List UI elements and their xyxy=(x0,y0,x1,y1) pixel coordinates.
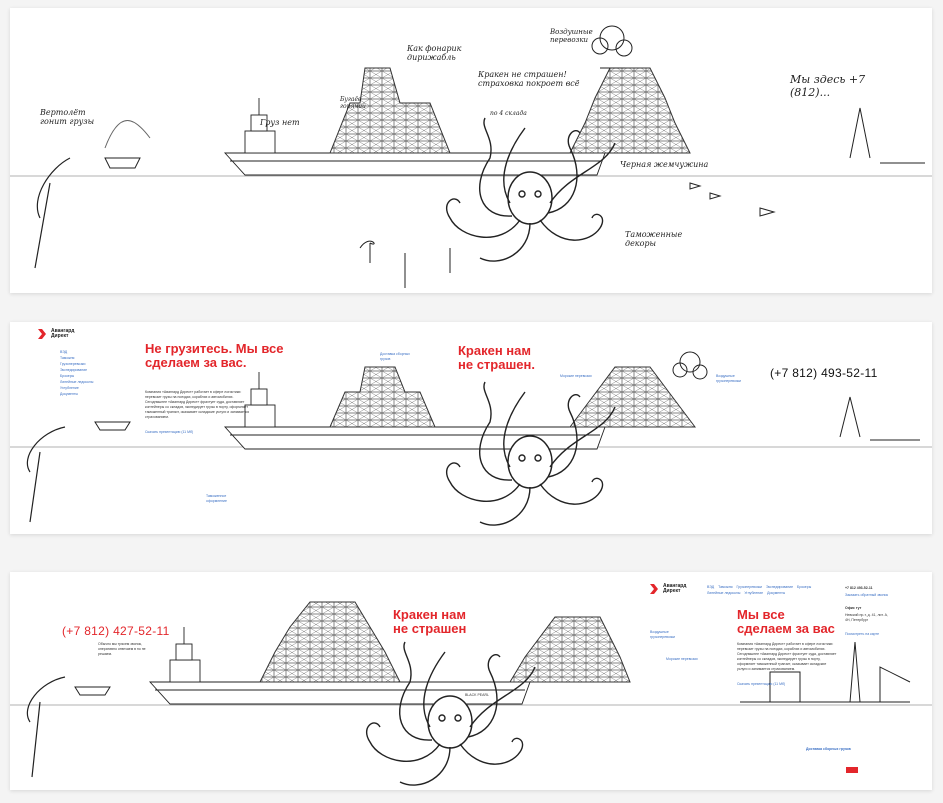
headline-kraken: Кракен нам не страшен xyxy=(393,607,467,636)
callback-link[interactable]: Заказать обратный звонок xyxy=(845,593,888,597)
logo[interactable]: Авангард Директ xyxy=(650,584,693,594)
service-link[interactable]: Воздушные грузоперевозки xyxy=(650,630,675,639)
ship-name: BLACK PEARL xyxy=(465,693,489,697)
phone-number[interactable]: (+7 812) 427-52-11 xyxy=(62,624,170,638)
note: Черная жемчужина xyxy=(620,160,709,169)
service-link[interactable]: Воздушные грузоперевозки xyxy=(716,374,741,383)
design-panel-1: Авангард Директ ВЭД Таможня Грузоперевоз… xyxy=(10,322,932,534)
sketch-illustration xyxy=(10,601,932,786)
sketch-panel: Вертолёт гонит грузы Груз нет Бугаёв гор… xyxy=(10,8,932,293)
nav-item[interactable]: Брокеры xyxy=(60,374,75,378)
note: Вертолёт гонит грузы xyxy=(40,108,95,126)
nav-item[interactable]: Таможня xyxy=(60,356,75,360)
note: Воздушные перевозки xyxy=(550,28,593,44)
note: Таможенные декоры xyxy=(625,230,683,248)
intro-text: Компания «Авангард Директ» работает в сф… xyxy=(737,642,837,671)
note: Кракен не страшен! страховка покроет всё xyxy=(478,70,580,88)
nav-item[interactable]: Документы xyxy=(767,591,786,595)
logo-chevron-icon xyxy=(38,329,46,339)
design-panel-2: (+7 812) 427-52-11 Обычно мы трясем звон… xyxy=(10,572,932,790)
intro-text: Компания «Авангард Директ» работает в сф… xyxy=(145,390,250,419)
contact-phone[interactable]: +7 812 493-52-11 xyxy=(845,586,873,590)
note: Груз нет xyxy=(260,118,300,127)
sketch-illustration xyxy=(10,25,932,288)
logo-chevron-icon xyxy=(650,584,658,594)
nav-item[interactable]: Грузоперевозки xyxy=(736,585,762,589)
service-link[interactable]: Морские перевозки xyxy=(666,657,698,661)
logo-text: Авангард Директ xyxy=(663,583,687,594)
logo[interactable]: Авангард Директ xyxy=(38,329,81,339)
nav-menu: ВЭД Таможня Грузоперевозки Экспедировани… xyxy=(707,584,817,596)
service-link[interactable]: Доставка сборных грузов xyxy=(380,352,410,361)
office-address: Невский пр-т, д. 41, лит. А, 4Н, Петербу… xyxy=(845,613,888,622)
logo-text: Авангард Директ xyxy=(51,328,75,339)
presentation-link[interactable]: Скачать презентацию (11 Мб) xyxy=(145,430,194,434)
nav-item[interactable]: Углубление xyxy=(744,591,764,595)
map-link[interactable]: Посмотреть на карте xyxy=(845,632,880,636)
nav-item[interactable]: ВЭД xyxy=(707,585,715,589)
note: по 4 склада xyxy=(490,110,527,117)
note: Как фонарик дирижабль xyxy=(407,44,462,62)
presentation-link[interactable]: Скачать презентацию (11 Мб) xyxy=(737,682,786,686)
sketch-illustration xyxy=(10,351,932,526)
nav-item[interactable]: ВЭД xyxy=(60,350,68,354)
service-link[interactable]: Таможенное оформление xyxy=(206,494,227,503)
headline: Не грузитесь. Мы все сделаем за вас. xyxy=(145,341,284,370)
nav-item[interactable]: Линейные ледоколы xyxy=(60,380,94,384)
nav-item[interactable]: Линейные ледоколы xyxy=(707,591,741,595)
nav-item[interactable]: Документы xyxy=(60,392,79,396)
nav-menu: ВЭД Таможня Грузоперевозки Экспедировани… xyxy=(60,349,120,397)
headline: Мы все сделаем за вас xyxy=(737,607,835,636)
nav-item[interactable]: Брокеры xyxy=(797,585,812,589)
nav-item[interactable]: Углубление xyxy=(60,386,79,390)
phone-note: Обычно мы трясем звонок, оперативно отве… xyxy=(98,642,146,656)
headline-kraken: Кракен нам не страшен. xyxy=(458,343,535,372)
nav-item[interactable]: Грузоперевозки xyxy=(60,362,86,366)
badge xyxy=(846,767,858,773)
service-link[interactable]: Морские перевозки xyxy=(560,374,592,378)
nav-item[interactable]: Таможня xyxy=(718,585,733,589)
nav-item[interactable]: Экспедирование xyxy=(60,368,88,372)
service-link[interactable]: Доставка сборных грузов xyxy=(806,747,851,751)
phone-number[interactable]: (+7 812) 493-52-11 xyxy=(770,366,878,380)
note: Бугаёв горячий xyxy=(340,96,366,110)
office-title: Офис тут xyxy=(845,606,862,610)
nav-item[interactable]: Экспедирование xyxy=(765,585,794,589)
note: Мы здесь +7 (812)... xyxy=(790,73,866,99)
